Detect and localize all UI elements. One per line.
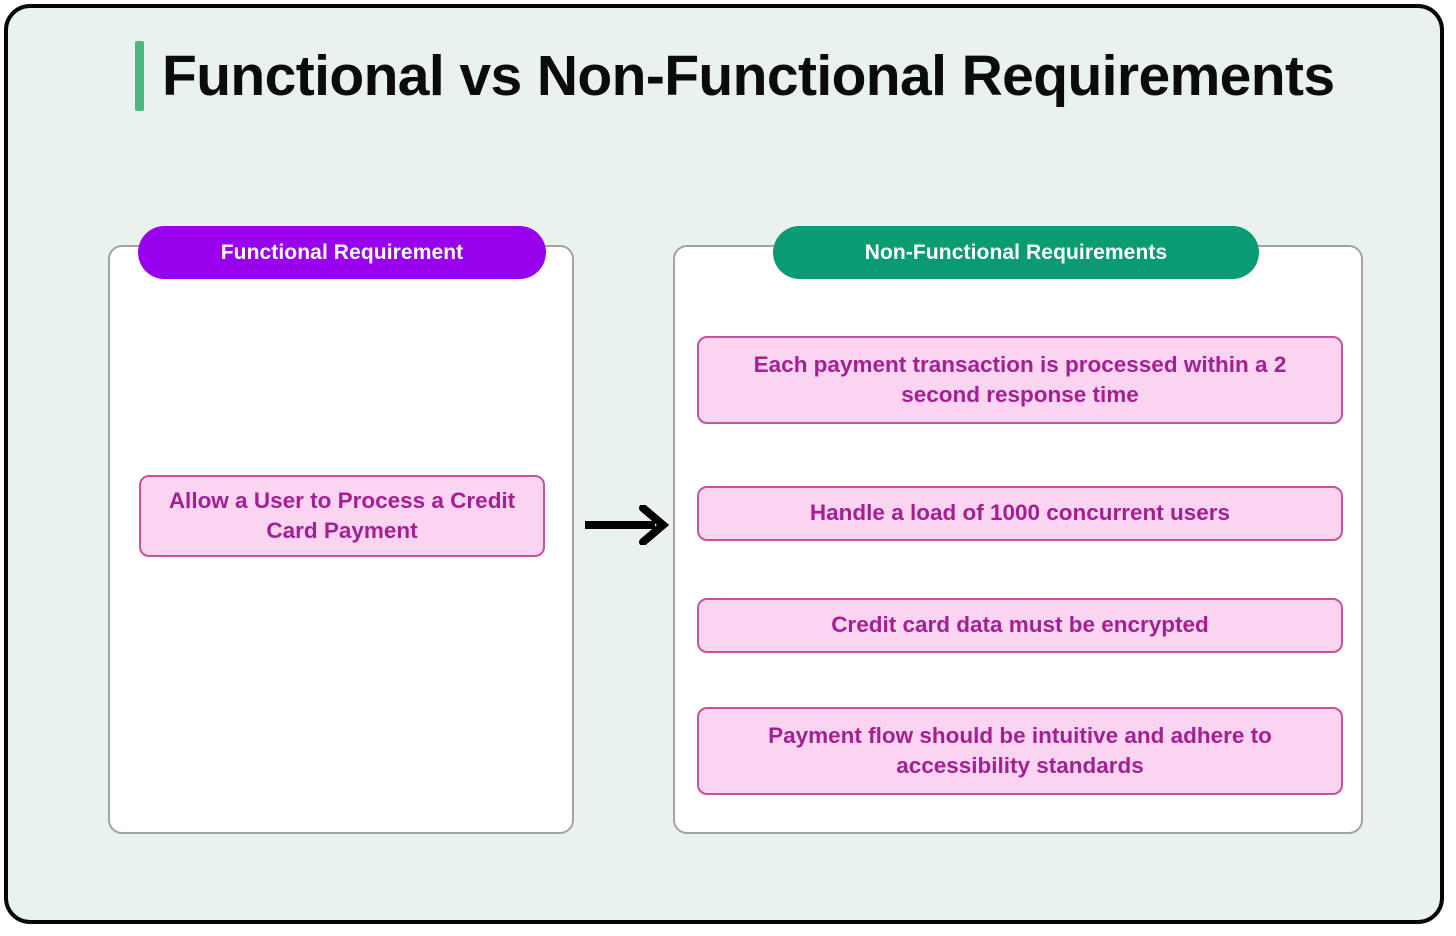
page-title: Functional vs Non-Functional Requirement… xyxy=(135,36,1335,116)
non-functional-requirement-item: Credit card data must be encrypted xyxy=(697,598,1343,653)
functional-requirement-header-label: Functional Requirement xyxy=(220,240,464,264)
non-functional-requirement-item: Each payment transaction is processed wi… xyxy=(697,336,1343,424)
non-functional-requirements-header-pill: Non-Functional Requirements xyxy=(773,226,1259,279)
title-accent-bar xyxy=(135,41,144,111)
functional-requirement-item: Allow a User to Process a Credit Card Pa… xyxy=(139,475,545,557)
non-functional-requirement-item-text: Each payment transaction is processed wi… xyxy=(753,351,1287,407)
non-functional-requirement-item-text: Payment flow should be intuitive and adh… xyxy=(768,722,1272,778)
non-functional-requirement-item: Handle a load of 1000 concurrent users xyxy=(697,486,1343,541)
functional-requirement-item-text: Allow a User to Process a Credit Card Pa… xyxy=(168,487,516,543)
page-title-text: Functional vs Non-Functional Requirement… xyxy=(162,43,1335,108)
non-functional-requirement-item: Payment flow should be intuitive and adh… xyxy=(697,707,1343,795)
non-functional-requirement-item-text: Handle a load of 1000 concurrent users xyxy=(809,500,1231,526)
arrow-right-icon xyxy=(583,504,671,546)
non-functional-requirements-header-label: Non-Functional Requirements xyxy=(864,240,1168,264)
functional-requirement-header-pill: Functional Requirement xyxy=(138,226,546,279)
non-functional-requirement-item-text: Credit card data must be encrypted xyxy=(831,612,1209,638)
diagram-canvas: Functional vs Non-Functional Requirement… xyxy=(4,4,1444,924)
